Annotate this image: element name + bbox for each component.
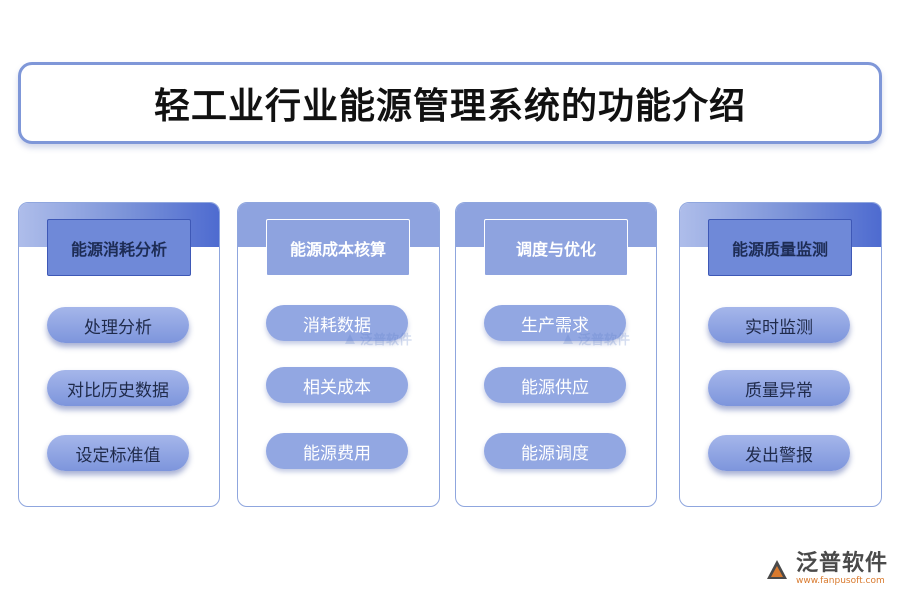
card-item: 相关成本 bbox=[266, 367, 408, 403]
card-item: 发出警报 bbox=[708, 435, 850, 471]
card-item: 生产需求 bbox=[484, 305, 626, 341]
fanpu-logo-icon bbox=[766, 559, 787, 579]
card-energy-consumption: 能源消耗分析 处理分析 对比历史数据 设定标准值 bbox=[18, 202, 220, 507]
card-scheduling-optimization: 调度与优化 生产需求 能源供应 能源调度 泛普软件 bbox=[455, 202, 657, 507]
card-header: 调度与优化 bbox=[484, 219, 628, 276]
card-item: 消耗数据 bbox=[266, 305, 408, 341]
logo-url: www.fanpusoft.com bbox=[795, 576, 885, 586]
title-banner: 轻工业行业能源管理系统的功能介绍 bbox=[18, 62, 882, 144]
card-cost-accounting: 能源成本核算 消耗数据 相关成本 能源费用 泛普软件 bbox=[237, 202, 440, 507]
card-item: 能源调度 bbox=[484, 433, 626, 469]
logo-name: 泛普软件 bbox=[795, 551, 888, 576]
watermark-logo-icon bbox=[563, 333, 573, 344]
card-item: 处理分析 bbox=[47, 307, 189, 343]
watermark: 泛普软件 bbox=[561, 329, 630, 348]
card-item: 对比历史数据 bbox=[47, 370, 189, 406]
card-header: 能源质量监测 bbox=[708, 219, 852, 276]
card-header: 能源成本核算 bbox=[266, 219, 410, 276]
card-item: 设定标准值 bbox=[47, 435, 189, 471]
watermark-logo-icon bbox=[345, 333, 355, 344]
card-quality-monitoring: 能源质量监测 实时监测 质量异常 发出警报 bbox=[679, 202, 882, 507]
card-header: 能源消耗分析 bbox=[47, 219, 191, 276]
card-item: 质量异常 bbox=[708, 370, 850, 406]
card-item: 能源费用 bbox=[266, 433, 408, 469]
brand-logo: 泛普软件 www.fanpusoft.com bbox=[764, 553, 888, 586]
card-item: 实时监测 bbox=[708, 307, 850, 343]
page-title: 轻工业行业能源管理系统的功能介绍 bbox=[153, 85, 746, 127]
watermark: 泛普软件 bbox=[343, 329, 412, 348]
card-item: 能源供应 bbox=[484, 367, 626, 403]
